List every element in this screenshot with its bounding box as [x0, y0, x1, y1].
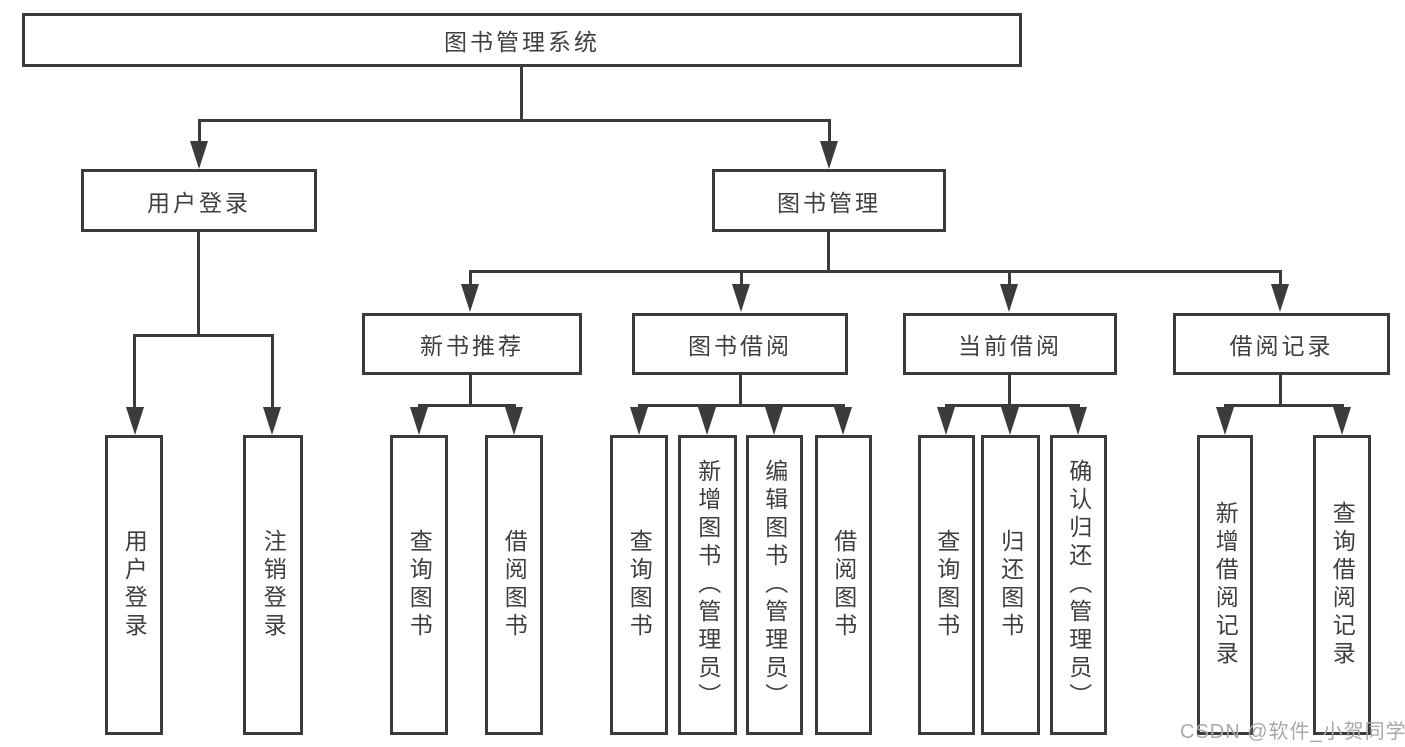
connector-level2-rail	[469, 270, 1282, 273]
arrow-to-book-mgmt-icon	[820, 141, 838, 169]
node-root: 图书管理系统	[22, 13, 1022, 67]
node-user-login: 用户登录	[81, 169, 317, 232]
arrow-to-br-query-record-icon	[1333, 407, 1351, 435]
arrow-to-bb-query-book-icon	[630, 407, 648, 435]
node-borrow-records: 借阅记录	[1173, 313, 1390, 375]
leaf-cb-query-book: 查询图书	[918, 435, 975, 735]
arrow-to-rec-borrow-book-icon	[505, 407, 523, 435]
arrow-to-bb-add-book-icon	[698, 407, 716, 435]
connector-user-login-rail	[133, 334, 274, 337]
leaf-cb-confirm-return: 确认归还（管理员）	[1050, 435, 1107, 735]
node-current-borrow: 当前借阅	[903, 313, 1117, 375]
leaf-bb-query-book: 查询图书	[610, 435, 668, 735]
connector-new-book-rec-rail	[418, 404, 516, 407]
connector-drop-leaf-logout	[271, 334, 274, 407]
watermark: CSDN @软件_小贺同学	[1180, 721, 1405, 743]
arrow-to-user-login-icon	[190, 141, 208, 169]
arrow-to-leaf-logout-icon	[263, 407, 281, 435]
arrow-to-cb-query-book-icon	[937, 407, 955, 435]
leaf-bb-add-book: 新增图书（管理员）	[678, 435, 737, 735]
connector-new-book-rec-stem	[469, 375, 472, 406]
leaf-rec-borrow-book: 借阅图书	[485, 435, 543, 735]
connector-drop-book-mgmt	[828, 119, 831, 141]
node-book-borrow: 图书借阅	[632, 313, 848, 375]
connector-current-borrow-rail	[945, 404, 1080, 407]
connector-drop-borrow-records	[1279, 270, 1282, 284]
connector-borrow-records-stem	[1279, 375, 1282, 406]
leaf-bb-borrow-book: 借阅图书	[815, 435, 872, 735]
connector-drop-new-book-rec	[469, 270, 472, 284]
connector-book-mgmt-stem	[827, 232, 830, 273]
arrow-to-cb-return-book-icon	[1001, 407, 1019, 435]
connector-drop-current-borrow	[1008, 270, 1011, 284]
leaf-bb-edit-book: 编辑图书（管理员）	[746, 435, 803, 735]
leaf-rec-query-book: 查询图书	[390, 435, 448, 735]
connector-book-borrow-stem	[739, 375, 742, 406]
connector-drop-leaf-user-login	[133, 334, 136, 407]
node-book-mgmt: 图书管理	[712, 169, 946, 232]
connector-borrow-records-rail	[1224, 404, 1344, 407]
connector-user-login-stem	[197, 232, 200, 337]
arrow-to-new-book-rec-icon	[461, 284, 479, 312]
arrow-to-book-borrow-icon	[732, 284, 750, 312]
connector-drop-user-login	[198, 119, 201, 141]
leaf-user-login: 用户登录	[105, 435, 163, 735]
connector-level1-rail	[198, 119, 831, 122]
node-new-book-rec: 新书推荐	[362, 313, 582, 375]
connector-root-stem	[520, 67, 523, 122]
arrow-to-cb-confirm-return-icon	[1069, 407, 1087, 435]
leaf-br-query-record: 查询借阅记录	[1313, 435, 1371, 735]
arrow-to-current-borrow-icon	[1000, 284, 1018, 312]
arrow-to-borrow-records-icon	[1271, 284, 1289, 312]
leaf-logout: 注销登录	[243, 435, 303, 735]
leaf-cb-return-book: 归还图书	[981, 435, 1040, 735]
connector-book-borrow-rail	[638, 404, 845, 407]
leaf-br-add-record: 新增借阅记录	[1197, 435, 1253, 735]
arrow-to-br-add-record-icon	[1216, 407, 1234, 435]
arrow-to-rec-query-book-icon	[410, 407, 428, 435]
arrow-to-leaf-user-login-icon	[126, 407, 144, 435]
arrow-to-bb-borrow-book-icon	[834, 407, 852, 435]
arrow-to-bb-edit-book-icon	[765, 407, 783, 435]
connector-current-borrow-stem	[1008, 375, 1011, 406]
connector-drop-book-borrow	[740, 270, 743, 284]
